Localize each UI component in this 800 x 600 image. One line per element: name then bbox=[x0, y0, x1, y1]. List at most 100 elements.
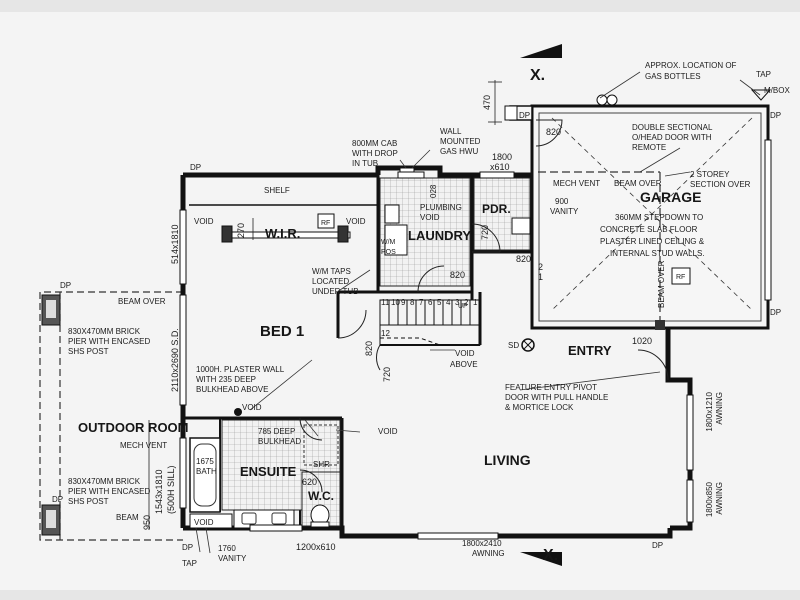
note-pier-top-2: PIER WITH ENCASED bbox=[68, 337, 150, 346]
note-up: UP bbox=[458, 303, 468, 310]
note-pivot-3: & MORTICE LOCK bbox=[505, 403, 574, 412]
note-gas-bottles-1: APPROX. LOCATION OF bbox=[645, 61, 737, 70]
note-hwu-1: WALL bbox=[440, 127, 462, 136]
room-label-ensuite: ENSUITE bbox=[240, 464, 297, 479]
dim-270: 270 bbox=[236, 223, 246, 238]
room-label-wir: W.I.R. bbox=[265, 226, 300, 241]
note-pivot-1: FEATURE ENTRY PIVOT bbox=[505, 383, 597, 392]
dim-470: 470 bbox=[482, 95, 492, 110]
dim-1800: 1800 bbox=[492, 152, 512, 162]
note-dp-8: DP bbox=[770, 308, 781, 317]
room-label-living: LIVING bbox=[484, 452, 531, 468]
shower-recess bbox=[303, 424, 339, 466]
dimension-lines bbox=[148, 80, 502, 530]
note-storey-2: SECTION OVER bbox=[690, 180, 751, 189]
dim-2: 2 bbox=[538, 262, 543, 272]
note-wm-1: W/M bbox=[381, 239, 396, 246]
door-swings bbox=[299, 223, 669, 493]
note-wm-taps-1: W/M TAPS bbox=[312, 267, 351, 276]
room-label-pdr: PDR. bbox=[482, 202, 511, 216]
note-shelf: SHELF bbox=[264, 186, 290, 195]
note-void-wir-2: VOID bbox=[346, 217, 366, 226]
note-pivot-2: DOOR WITH PULL HANDLE bbox=[505, 393, 608, 402]
note-door-2: O/HEAD DOOR WITH bbox=[632, 133, 712, 142]
note-void-above-1: VOID bbox=[455, 349, 475, 358]
dim-720-pdr: 720 bbox=[480, 225, 490, 240]
stair-num: 4 bbox=[446, 298, 451, 307]
note-void-wir: VOID bbox=[194, 217, 214, 226]
note-cab-2: WITH DROP bbox=[352, 149, 398, 158]
note-void-wc: VOID bbox=[378, 427, 398, 436]
note-hwu-3: GAS HWU bbox=[440, 147, 478, 156]
dim-820-garage: 820 bbox=[546, 127, 561, 137]
pdr-vanity bbox=[511, 217, 531, 235]
note-dp-3: DP bbox=[190, 163, 201, 172]
dim-514: 514x1810 bbox=[170, 224, 180, 264]
leader-lines bbox=[195, 71, 761, 554]
note-storey-1: 2 STOREY bbox=[690, 170, 730, 179]
note-plaster-3: BULKHEAD ABOVE bbox=[196, 385, 268, 394]
note-beam-over-garage: BEAM OVER bbox=[614, 179, 662, 188]
section-label-top: X. bbox=[530, 67, 545, 84]
note-stepdown-1: 360MM STEPDOWN TO bbox=[615, 213, 703, 222]
note-tap-bottom: TAP bbox=[182, 559, 197, 568]
note-plumbing-void-2: VOID bbox=[420, 213, 440, 222]
note-wm-2: POS bbox=[381, 249, 396, 256]
note-hwu-2: MOUNTED bbox=[440, 137, 481, 146]
dim-028: 028 bbox=[429, 184, 438, 198]
note-stepdown-4: INTERNAL STUD WALLS. bbox=[610, 249, 705, 258]
room-label-wc: W.C. bbox=[308, 489, 334, 503]
note-rf-wir: RF bbox=[321, 220, 330, 227]
note-bath-2: BATH bbox=[196, 467, 217, 476]
note-door-3: REMOTE bbox=[632, 143, 666, 152]
note-plaster-1: 1000H. PLASTER WALL bbox=[196, 365, 285, 374]
note-mech-vent-pdr: MECH VENT bbox=[553, 179, 600, 188]
note-pier-bot-2: PIER WITH ENCASED bbox=[68, 487, 150, 496]
note-cab-3: IN TUB bbox=[352, 159, 378, 168]
dim-x610: x610 bbox=[490, 162, 510, 172]
note-cab-1: 800MM CAB bbox=[352, 139, 397, 148]
section-labels: X. X. bbox=[530, 67, 558, 564]
stair-num: 7 bbox=[419, 298, 424, 307]
stair-num: 10 bbox=[391, 298, 400, 307]
stair-num: 2 bbox=[464, 298, 469, 307]
stair-num: 1 bbox=[473, 298, 478, 307]
stair-num: 6 bbox=[428, 298, 433, 307]
note-plaster-2: WITH 235 DEEP bbox=[196, 375, 256, 384]
room-label-entry: ENTRY bbox=[568, 343, 612, 358]
note-bath-1: 1675 bbox=[196, 457, 214, 466]
dim-720-bed: 720 bbox=[382, 367, 392, 382]
note-stepdown-3: PLASTER LINED CEILING & bbox=[600, 237, 705, 246]
note-mech-vent-1: MECH VENT bbox=[120, 441, 167, 450]
note-gas-bottles-2: GAS BOTTLES bbox=[645, 72, 701, 81]
meter-box-icon bbox=[750, 89, 772, 101]
note-dp-6: DP bbox=[182, 543, 193, 552]
note-vanity1760-1: 1760 bbox=[218, 544, 236, 553]
void-box-ensuite bbox=[189, 513, 233, 529]
note-awning-bottom-2: AWNING bbox=[472, 549, 505, 558]
dim-1543: 1543x1810 bbox=[154, 469, 164, 514]
note-dp-4: DP bbox=[60, 281, 71, 290]
note-beam-short: BEAM bbox=[116, 513, 139, 522]
room-label-bed1: BED 1 bbox=[260, 323, 304, 340]
bath-tub bbox=[189, 437, 221, 513]
note-sd: SD bbox=[508, 341, 519, 350]
dimension-labels: 470 1800 x610 820 270 514x1810 2110x2690… bbox=[142, 95, 652, 552]
note-rf-garage: RF bbox=[676, 274, 685, 281]
dim-1: 1 bbox=[538, 272, 543, 282]
stair-num: 9 bbox=[401, 298, 406, 307]
note-awning-r1-2: AWNING bbox=[715, 392, 724, 425]
note-dp-5: DP bbox=[52, 495, 63, 504]
dim-500: (500H SILL) bbox=[166, 465, 176, 514]
stair-num: 5 bbox=[437, 298, 442, 307]
note-awning-r2-1: 1800x850 bbox=[705, 481, 714, 517]
note-dp-7: DP bbox=[652, 541, 663, 550]
note-awning-bottom-1: 1800x2410 bbox=[462, 539, 502, 548]
smoke-detector-icon bbox=[521, 338, 535, 352]
dim-820-pdr: 820 bbox=[516, 254, 531, 264]
note-beam-over-outdoor: BEAM OVER bbox=[118, 297, 166, 306]
note-awning-r1-1: 1800x1210 bbox=[705, 391, 714, 431]
note-plumbing-void-1: PLUMBING bbox=[420, 203, 462, 212]
